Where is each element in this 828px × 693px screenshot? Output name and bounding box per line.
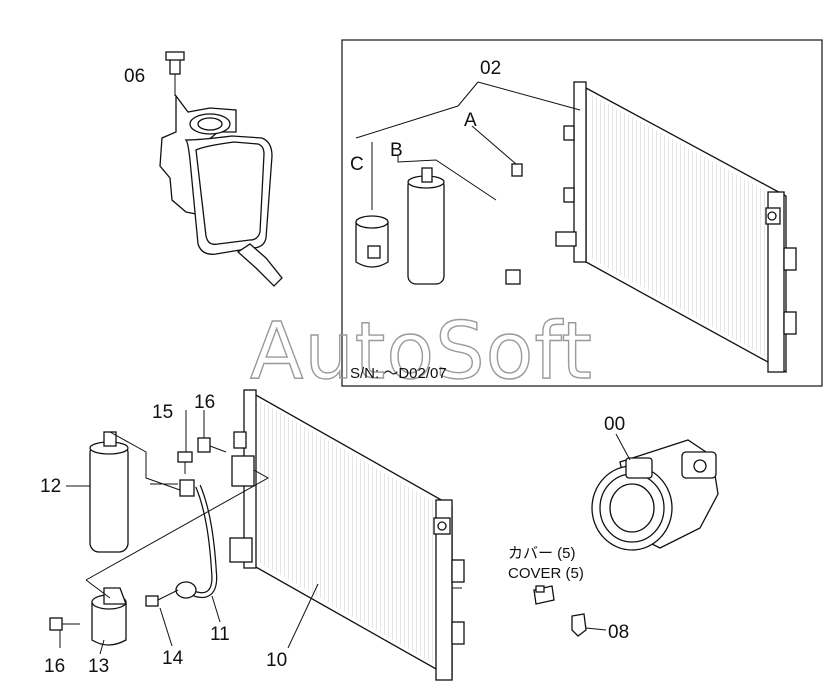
pipe-11 (175, 479, 218, 599)
callout-12: 12 (40, 476, 61, 497)
callout-16-upper: 16 (194, 392, 215, 413)
inset-leaders (355, 81, 581, 210)
callout-c: C (350, 154, 364, 175)
main-leaders (59, 410, 319, 655)
part-08 (571, 613, 607, 637)
callout-06: 06 (124, 66, 145, 87)
bolt-14 (145, 589, 179, 607)
receiver-drier (89, 431, 129, 553)
callout-b: B (390, 140, 403, 161)
inset-bracket (355, 215, 389, 268)
callout-14: 14 (162, 648, 184, 669)
callout-00: 00 (604, 414, 625, 435)
inset-condenser (555, 81, 797, 374)
cover-label-en: COVER (5) (508, 565, 584, 582)
watermark-text: AutoSoft (250, 307, 593, 397)
bolt-15 (177, 451, 193, 474)
bolt-16-upper (197, 437, 227, 453)
clamp-bracket (91, 587, 127, 646)
inset-receiver-drier (407, 167, 445, 285)
bolt-16-lower (49, 617, 80, 631)
callout-16-lower: 16 (44, 656, 65, 677)
callout-02: 02 (480, 58, 501, 79)
callout-13: 13 (88, 656, 109, 677)
callout-11: 11 (210, 624, 230, 645)
callout-15: 15 (152, 402, 173, 423)
callout-08: 08 (608, 622, 629, 643)
bracket-assembly (159, 51, 283, 287)
callout-a: A (464, 110, 477, 131)
cover-part (533, 585, 555, 605)
cover-label-jp: カバー (5) (508, 545, 576, 562)
inset-pipe-a (505, 163, 536, 286)
inset-frame (341, 39, 823, 387)
main-condenser (229, 389, 465, 681)
callout-10: 10 (266, 650, 287, 671)
compressor (591, 433, 719, 551)
serial-note: S/N: ～D02/07 (350, 365, 447, 382)
